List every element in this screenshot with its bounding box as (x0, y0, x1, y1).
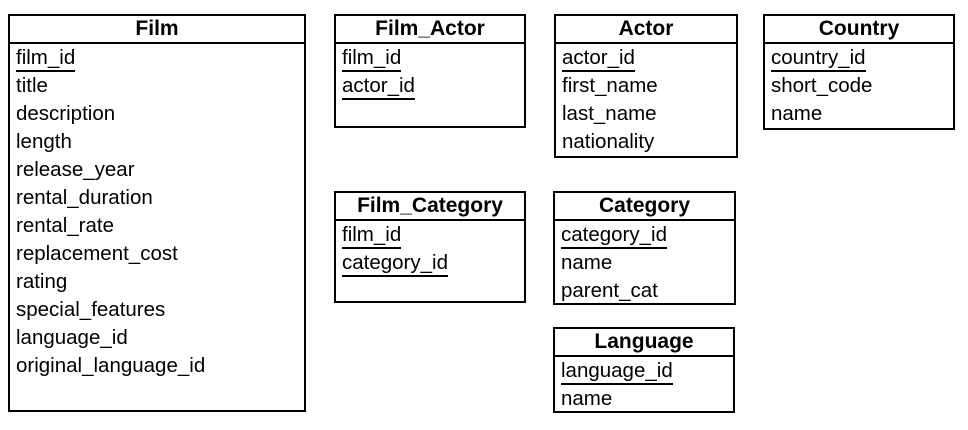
field-name-label: name (561, 251, 613, 274)
table-field-list: film_id title description length release… (10, 44, 304, 380)
field-name-label: category_id (561, 223, 667, 249)
table-field-list: country_id short_code name (765, 44, 953, 128)
table-field-actor_id: actor_id (342, 72, 520, 100)
table-field-language_id: language_id (16, 324, 300, 352)
table-field-list: film_id category_id (336, 221, 524, 277)
table-field-language_id: language_id (561, 357, 729, 385)
field-name-label: replacement_cost (16, 242, 178, 265)
table-field-length: length (16, 128, 300, 156)
table-title: Category (555, 193, 734, 221)
table-field-title: title (16, 72, 300, 100)
field-name-label: rating (16, 270, 68, 293)
table-title: Film (10, 16, 304, 44)
table-field-replacement_cost: replacement_cost (16, 240, 300, 268)
field-name-label: rental_duration (16, 186, 153, 209)
field-name-label: release_year (16, 158, 135, 181)
field-name-label: length (16, 130, 72, 153)
field-name-label: short_code (771, 74, 873, 97)
table-title: Film_Actor (336, 16, 524, 44)
table-field-original_language_id: original_language_id (16, 352, 300, 380)
field-name-label: name (771, 102, 823, 125)
field-name-label: film_id (342, 223, 402, 249)
table-field-category_id: category_id (561, 221, 730, 249)
table-film: Film film_id title description length re… (8, 14, 306, 412)
field-name-label: rental_rate (16, 214, 115, 237)
field-name-label: actor_id (562, 46, 635, 72)
table-field-actor_id: actor_id (562, 44, 732, 72)
table-field-rental_rate: rental_rate (16, 212, 300, 240)
field-name-label: name (561, 387, 613, 410)
table-field-nationality: nationality (562, 128, 732, 156)
table-field-rental_duration: rental_duration (16, 184, 300, 212)
table-category: Category category_id name parent_cat (553, 191, 736, 305)
field-name-label: description (16, 102, 116, 125)
table-title: Language (555, 329, 733, 357)
field-name-label: last_name (562, 102, 657, 125)
table-field-list: category_id name parent_cat (555, 221, 734, 305)
table-field-film_id: film_id (342, 221, 520, 249)
field-name-label: film_id (16, 46, 76, 72)
table-title: Country (765, 16, 953, 44)
table-film_category: Film_Category film_id category_id (334, 191, 526, 303)
table-field-first_name: first_name (562, 72, 732, 100)
table-field-release_year: release_year (16, 156, 300, 184)
table-field-last_name: last_name (562, 100, 732, 128)
field-name-label: category_id (342, 251, 448, 277)
field-name-label: original_language_id (16, 354, 206, 377)
table-field-list: language_id name (555, 357, 733, 413)
table-field-name: name (771, 100, 949, 128)
field-name-label: parent_cat (561, 279, 658, 302)
field-name-label: title (16, 74, 48, 97)
table-title: Actor (556, 16, 736, 44)
table-field-country_id: country_id (771, 44, 949, 72)
table-field-special_features: special_features (16, 296, 300, 324)
table-field-rating: rating (16, 268, 300, 296)
table-field-list: film_id actor_id (336, 44, 524, 100)
field-name-label: language_id (16, 326, 128, 349)
field-name-label: first_name (562, 74, 658, 97)
table-language: Language language_id name (553, 327, 735, 413)
field-name-label: country_id (771, 46, 866, 72)
table-field-film_id: film_id (342, 44, 520, 72)
table-title: Film_Category (336, 193, 524, 221)
table-field-list: actor_id first_name last_name nationalit… (556, 44, 736, 156)
table-country: Country country_id short_code name (763, 14, 955, 130)
field-name-label: nationality (562, 130, 655, 153)
field-name-label: actor_id (342, 74, 415, 100)
field-name-label: language_id (561, 359, 673, 385)
table-field-category_id: category_id (342, 249, 520, 277)
table-field-short_code: short_code (771, 72, 949, 100)
table-field-film_id: film_id (16, 44, 300, 72)
table-film_actor: Film_Actor film_id actor_id (334, 14, 526, 128)
table-actor: Actor actor_id first_name last_name nati… (554, 14, 738, 158)
field-name-label: film_id (342, 46, 402, 72)
table-field-description: description (16, 100, 300, 128)
table-field-name: name (561, 249, 730, 277)
field-name-label: special_features (16, 298, 166, 321)
table-field-parent_cat: parent_cat (561, 277, 730, 305)
table-field-name: name (561, 385, 729, 413)
